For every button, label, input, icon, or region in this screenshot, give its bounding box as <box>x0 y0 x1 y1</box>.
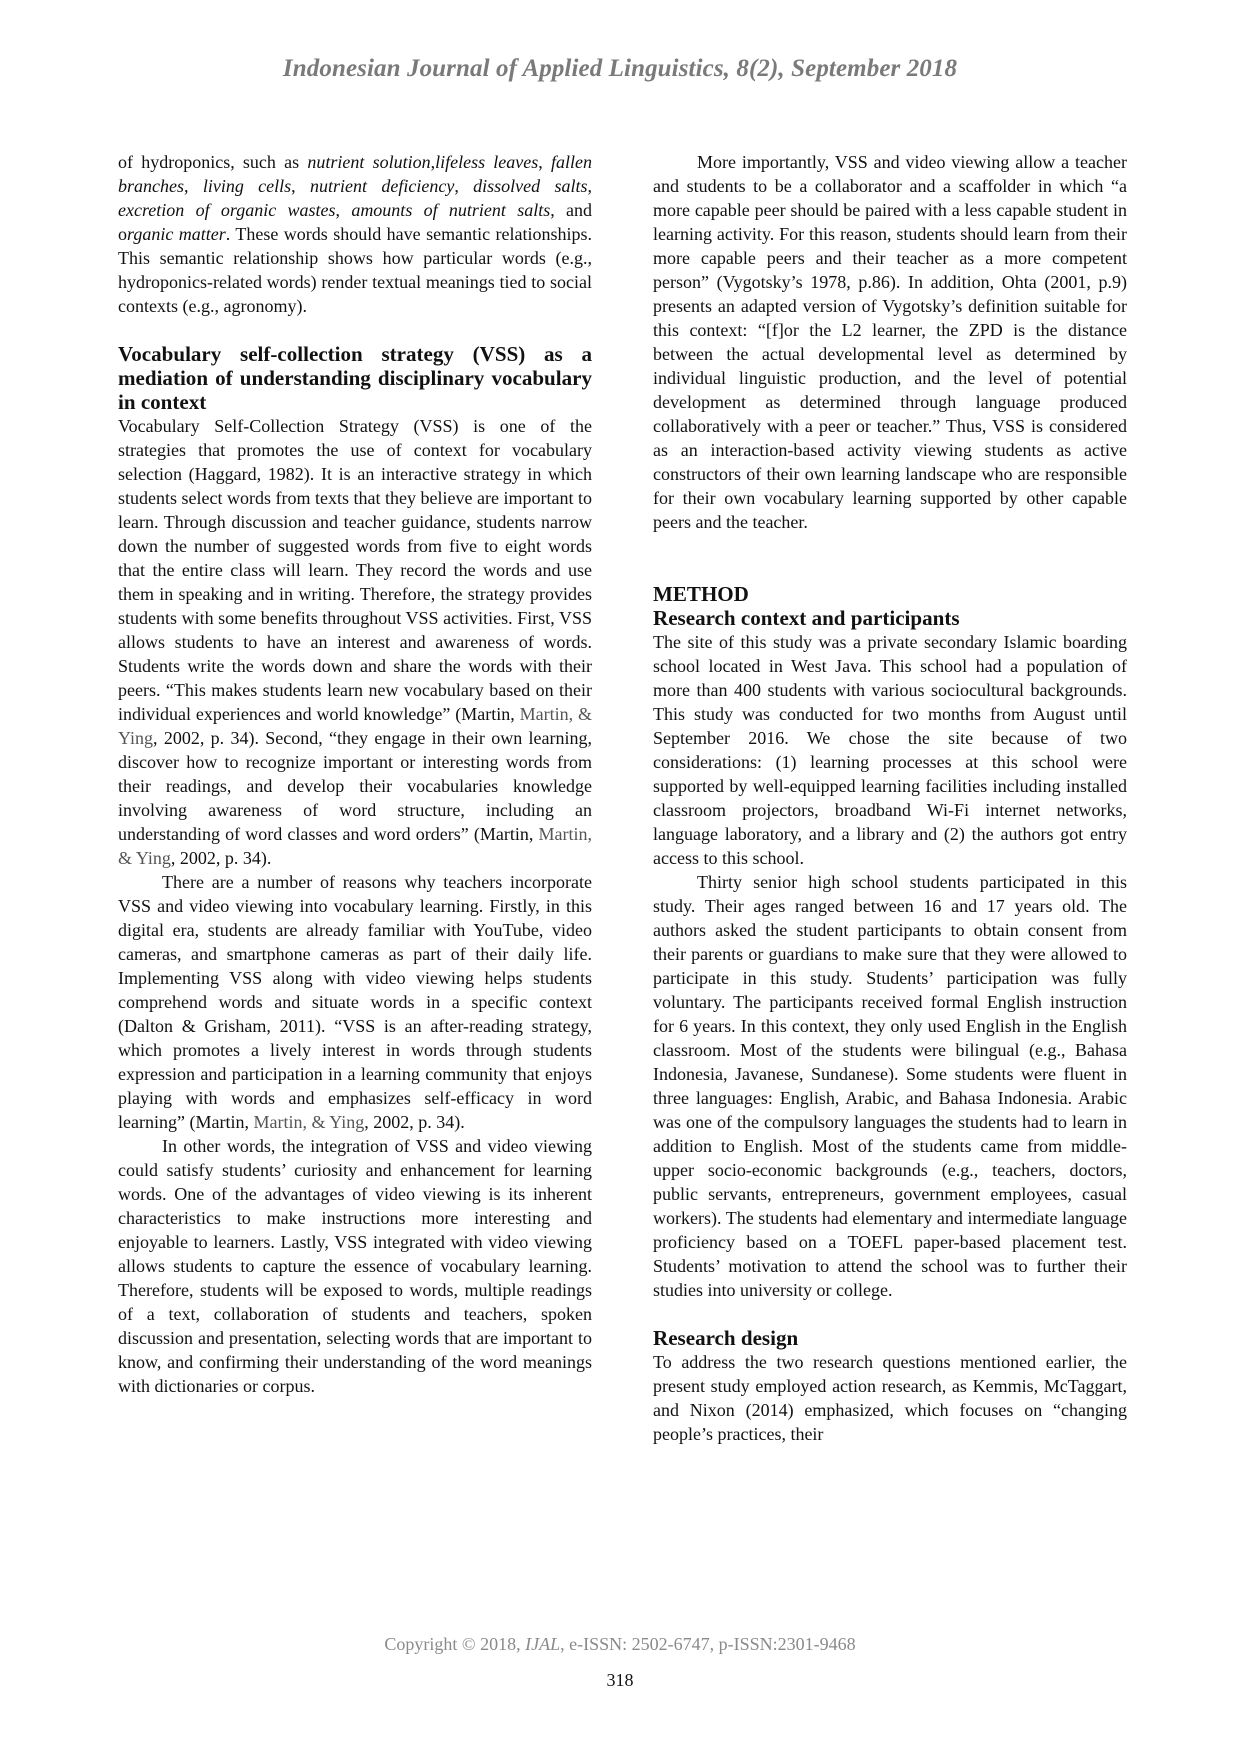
running-header: Indonesian Journal of Applied Linguistic… <box>282 55 958 82</box>
text-run: , <box>291 176 311 196</box>
copyright-footer: Copyright © 2018, IJAL, e-ISSN: 2502-674… <box>0 1634 1240 1655</box>
italic-term: fallen branches <box>118 152 592 196</box>
italic-term: amounts of nutrient salts <box>351 200 551 220</box>
text-run: In other words, the integration of VSS a… <box>118 1136 592 1396</box>
text-run: , <box>454 176 474 196</box>
text-run: . These words should have semantic relat… <box>118 224 592 316</box>
body-paragraph: In other words, the integration of VSS a… <box>118 1134 592 1398</box>
italic-term: rganic matter <box>127 224 226 244</box>
body-paragraph: There are a number of reasons why teache… <box>118 870 592 1134</box>
citation-text: Martin, & Ying <box>118 824 592 868</box>
citation-text: Martin, & Ying <box>118 704 592 748</box>
text-run: of hydroponics, such as <box>118 152 308 172</box>
section-heading: Vocabulary self-collection strategy (VSS… <box>118 342 592 414</box>
text-run: Vocabulary self-collection strategy (VSS… <box>118 342 592 414</box>
issn-text: , e-ISSN: 2502-6747, p-ISSN:2301-9468 <box>560 1634 856 1654</box>
section-heading: METHOD <box>653 582 1127 606</box>
text-run: , <box>538 152 551 172</box>
italic-term: living cells <box>202 176 292 196</box>
text-run: Vocabulary Self-Collection Strategy (VSS… <box>118 416 592 724</box>
journal-abbrev: IJAL <box>525 1634 561 1654</box>
section-heading: Research context and participants <box>653 606 1127 630</box>
copyright-text: Copyright © 2018, <box>384 1634 526 1654</box>
text-run: Research design <box>653 1326 799 1350</box>
text-run: The site of this study was a private sec… <box>653 632 1127 868</box>
text-run: , 2002, p. 34). <box>170 848 272 868</box>
text-run: There are a number of reasons why teache… <box>118 872 592 1132</box>
text-run: Thirty senior high school students parti… <box>653 872 1127 1300</box>
left-column: of hydroponics, such as nutrient solutio… <box>118 150 592 1398</box>
italic-term: lifeless leaves <box>435 152 539 172</box>
text-run: , <box>335 200 352 220</box>
right-column: More importantly, VSS and video viewing … <box>653 150 1127 1446</box>
body-paragraph: More importantly, VSS and video viewing … <box>653 150 1127 534</box>
text-run: More importantly, VSS and video viewing … <box>653 152 1127 532</box>
text-run: METHOD <box>653 582 749 606</box>
italic-term: dissolved salts <box>473 176 588 196</box>
text-run: , <box>184 176 203 196</box>
text-run: , <box>430 152 436 172</box>
text-run: , and o <box>118 200 593 244</box>
section-heading: Research design <box>653 1326 1127 1350</box>
text-run: , 2002, p. 34). <box>364 1112 465 1132</box>
citation-text: Martin, & Ying <box>253 1112 365 1132</box>
italic-term: nutrient deficiency <box>310 176 455 196</box>
text-run: , <box>587 176 593 196</box>
italic-term: excretion of organic wastes <box>118 200 336 220</box>
italic-term: nutrient solution <box>307 152 431 172</box>
body-paragraph: Vocabulary Self-Collection Strategy (VSS… <box>118 414 592 870</box>
body-paragraph: Thirty senior high school students parti… <box>653 870 1127 1302</box>
body-paragraph: To address the two research questions me… <box>653 1350 1127 1446</box>
text-run: To address the two research questions me… <box>653 1352 1127 1444</box>
body-paragraph: of hydroponics, such as nutrient solutio… <box>118 150 592 318</box>
body-paragraph: The site of this study was a private sec… <box>653 630 1127 870</box>
text-run: , 2002, p. 34). Second, “they engage in … <box>118 728 592 844</box>
page-number: 318 <box>606 1670 634 1690</box>
text-run: Research context and participants <box>653 606 960 630</box>
